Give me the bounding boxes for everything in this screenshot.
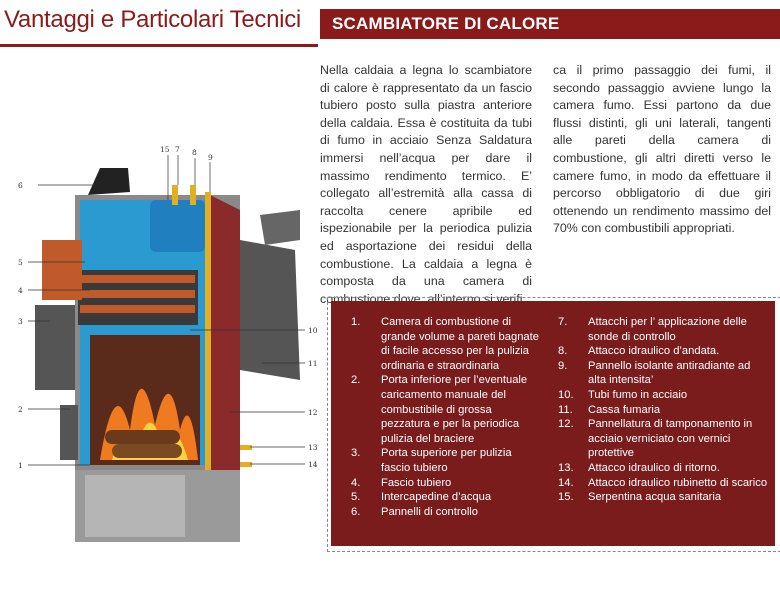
diagram-label-1: 1 [18,461,23,470]
legend-item: 1.Camera di combustione di grande volume… [351,316,539,372]
log-2 [112,444,182,458]
pipe-8 [190,185,196,205]
body-text-column-1: Nella caldaia a legna lo scambiatore di … [320,63,532,306]
diagram-label-8: 8 [192,148,197,157]
diagram-label-13: 13 [308,443,318,452]
boiler-cross-section-diagram: 15 7 8 9 6 5 4 3 2 1 10 11 12 13 14 [18,145,318,542]
diagram-label-3: 3 [18,317,23,326]
upper-cleaning-door [35,305,75,390]
body-text-column-2: ca il primo passaggio dei fumi, il secon… [553,63,771,236]
legend-item: 3.Porta superiore per pulizia fascio tub… [351,447,512,474]
pipe-7 [172,185,178,205]
diagram-label-7: 7 [175,145,180,154]
legend-item: 7.Attacchi per l’ applicazione delle son… [558,316,747,343]
flue-outlet [260,210,300,245]
legend-item: 12.Pannellatura di tamponamento in accia… [558,418,753,460]
legend-box: 1.Camera di combustione di grande volume… [331,301,775,546]
legend-item: 6.Pannelli di controllo [351,505,479,518]
sanitary-coil-tank [150,200,205,252]
legend-item: 8.Attacco idraulico d’andata. [558,345,720,358]
smoke-box [240,240,300,380]
control-panel [88,168,130,195]
drain-connector [240,462,252,467]
legend-item: 15. Serpentina acqua sanitaria [558,491,722,504]
tube-3 [80,305,195,313]
legend-item: 4.Fascio tubiero [351,476,452,489]
diagram-label-9: 9 [208,153,213,162]
legend-item: 5.Intercapedine d’acqua [351,491,492,504]
legend-item: 14.Attacco idraulico rubinetto di scaric… [558,476,768,489]
boiler-base-panel [85,475,185,537]
diagram-label-12: 12 [308,408,318,417]
legend-item: 9.Pannello isolante antiradiante ad alta… [558,359,751,387]
section-title: SCAMBIATORE DI CALORE [332,14,560,33]
diagram-label-2: 2 [18,405,23,414]
tube-2 [80,290,195,298]
diagram-label-5: 5 [18,258,23,267]
diagram-label-6: 6 [18,181,23,190]
header-divider [0,44,318,47]
log-1 [105,430,180,444]
legend-item: 2.Porta inferiore per l’eventuale carica… [351,374,528,445]
red-casing-panel [205,195,240,470]
diagram-label-4: 4 [18,286,23,295]
diagram-label-15: 15 [160,145,170,154]
legend-item: 10.Tubi fumo in acciaio [558,388,688,401]
legend-item: 11.Cassa fumaria [558,403,661,416]
lower-door [60,405,78,460]
legend-list-left: 1.Camera di combustione di grande volume… [351,315,541,519]
diagram-label-10: 10 [308,326,318,335]
page-title: Vantaggi e Particolari Tecnici [4,6,301,33]
tube-1 [80,275,195,283]
legend-list-right: 7.Attacchi per l’ applicazione delle son… [558,315,768,505]
section-header-bar: SCAMBIATORE DI CALORE [320,9,780,39]
legend-item: 13.Attacco idraulico di ritorno. [558,461,720,474]
return-connector [240,445,252,450]
leader-lines [28,155,305,466]
upper-door [42,240,82,300]
diagram-label-14: 14 [308,460,318,469]
insulation-panel [205,192,211,470]
legend-frame [327,297,780,552]
diagram-label-11: 11 [308,359,318,368]
